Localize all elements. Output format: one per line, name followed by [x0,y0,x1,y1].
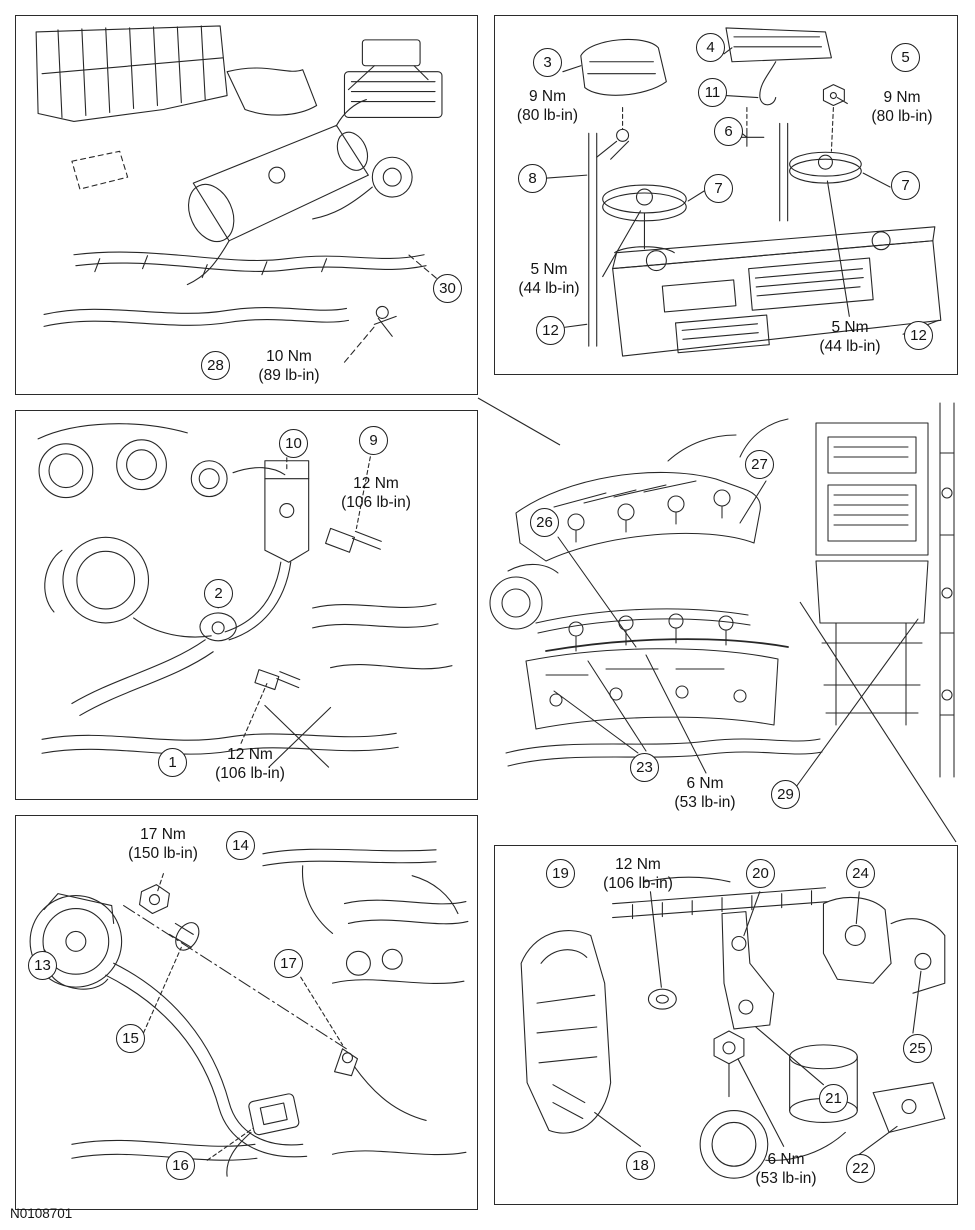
callout-29: 29 [771,780,800,809]
torque-label-5nm-left: 5 Nm (44 lb-in) [518,261,580,297]
callout-2: 2 [204,579,233,608]
callout-20: 20 [746,859,775,888]
torque-label-12nm-top: 12 Nm (106 lb-in) [341,475,411,511]
callout-7-left: 7 [704,174,733,203]
panel-ground-cable: 10 9 2 1 12 Nm (106 lb-in) 12 Nm (106 lb… [15,410,478,800]
callout-1: 1 [158,748,187,777]
callout-16: 16 [166,1151,195,1180]
torque-label-17nm: 17 Nm (150 lb-in) [128,826,198,862]
callout-12-right: 12 [904,321,933,350]
torque-label-6nm-br: 6 Nm (53 lb-in) [755,1151,817,1187]
panel-battery: 3 4 5 11 6 8 7 7 12 12 9 Nm (80 lb-in) 9… [494,15,958,375]
callout-19: 19 [546,859,575,888]
engine-starter-illustration [35,25,445,363]
callout-11: 11 [698,78,727,107]
engine-mount-illustration [520,876,946,1179]
callout-12-left: 12 [536,316,565,345]
panel-engine-mount: 19 20 24 25 21 18 22 12 Nm (106 lb-in) 6… [494,845,958,1205]
torque-label-9nm-left: 9 Nm (80 lb-in) [516,88,579,124]
callout-18: 18 [626,1151,655,1180]
region-engine-side-view: 27 26 23 29 6 Nm (53 lb-in) [488,395,975,835]
callout-26: 26 [530,508,559,537]
document-id: N0108701 [10,1206,73,1221]
callout-27: 27 [745,450,774,479]
ground-cable-illustration [37,423,453,768]
callout-24: 24 [846,859,875,888]
callout-8: 8 [518,164,547,193]
callout-9: 9 [359,426,388,455]
engine-side-illustration [489,402,955,788]
callout-25: 25 [903,1034,932,1063]
callout-17: 17 [274,949,303,978]
panel-engine-starter: 30 28 10 Nm (89 lb-in) [15,15,478,395]
panel-vacuum-pump: 14 13 15 17 16 17 Nm (150 lb-in) [15,815,478,1210]
callout-22: 22 [846,1154,875,1183]
callout-30: 30 [433,274,462,303]
callout-6: 6 [714,117,743,146]
callout-28: 28 [201,351,230,380]
torque-label-10nm: 10 Nm (89 lb-in) [258,348,320,384]
torque-label-6nm-mid: 6 Nm (53 lb-in) [674,775,736,811]
battery-illustration [546,27,942,357]
callout-14: 14 [226,831,255,860]
callout-15: 15 [116,1024,145,1053]
torque-label-12nm-br: 12 Nm (106 lb-in) [603,856,673,892]
callout-10: 10 [279,429,308,458]
callout-4: 4 [696,33,725,62]
callout-21: 21 [819,1084,848,1113]
callout-7-right: 7 [891,171,920,200]
torque-label-9nm-right: 9 Nm (80 lb-in) [871,89,933,125]
callout-5: 5 [891,43,920,72]
torque-label-12nm-bottom: 12 Nm (106 lb-in) [215,746,285,782]
callout-23: 23 [630,753,659,782]
torque-label-5nm-right: 5 Nm (44 lb-in) [819,319,881,355]
callout-13: 13 [28,951,57,980]
callout-3: 3 [533,48,562,77]
vacuum-pump-illustration [29,848,469,1177]
